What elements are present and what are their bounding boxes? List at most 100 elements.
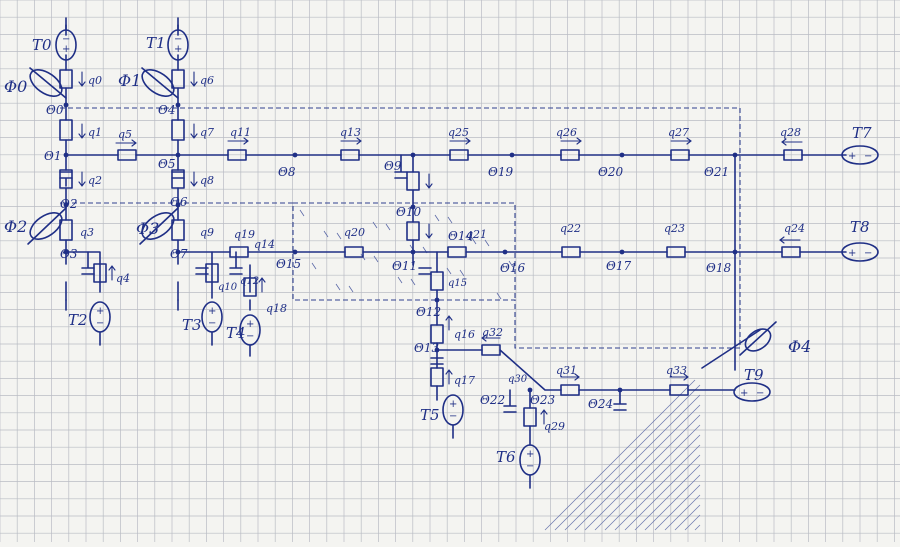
source-label-group: T0 T1 T2 T3 T4 T5 T6 T7 T8 T9 xyxy=(32,34,872,466)
flux-label: q28 xyxy=(780,126,801,139)
minus-sign: − xyxy=(208,318,216,329)
node-label: Θ9 xyxy=(384,159,402,173)
heat-source-symbols xyxy=(27,67,777,356)
node-label: Θ19 xyxy=(488,165,513,179)
heat-source-label-group: Φ0 Φ1 Φ2 Φ3 Φ4 xyxy=(4,71,811,356)
flux-label: q23 xyxy=(664,222,685,235)
flux-label: q9 xyxy=(200,226,214,239)
source-label: T2 xyxy=(68,311,88,329)
flux-label: q13 xyxy=(340,126,361,139)
flux-label: q12 xyxy=(240,276,259,287)
node-label: Θ24 xyxy=(588,397,613,411)
flux-label: q20 xyxy=(344,226,365,239)
flux-label: q3 xyxy=(80,226,94,239)
node-label: Θ8 xyxy=(278,165,296,179)
node-label: Θ17 xyxy=(606,259,631,273)
hatched-region-upper xyxy=(299,209,514,300)
flux-label: q22 xyxy=(560,222,581,235)
minus-sign: − xyxy=(62,34,70,45)
node-label: Θ23 xyxy=(530,393,555,407)
heat-source-label: Φ3 xyxy=(136,219,159,238)
plus-sign: + xyxy=(62,44,70,55)
flux-label: q32 xyxy=(482,326,503,339)
source-label: T7 xyxy=(852,124,872,142)
node-label: Θ16 xyxy=(500,261,525,275)
flux-label: q25 xyxy=(448,126,469,139)
node-label: Θ3 xyxy=(60,247,78,261)
node-label: Θ20 xyxy=(598,165,623,179)
source-label: T8 xyxy=(850,218,870,236)
node-label: Θ0 xyxy=(46,103,64,117)
source-label: T5 xyxy=(420,406,440,424)
flux-label: q33 xyxy=(666,364,687,377)
flux-label: q29 xyxy=(544,420,565,433)
node-label: Θ21 xyxy=(704,165,729,179)
node-label: Θ1 xyxy=(44,149,61,163)
plus-sign: + xyxy=(246,319,254,330)
node-label-group: Θ0 Θ1 Θ2 Θ3 Θ4 Θ5 Θ6 Θ7 Θ8 Θ9 Θ10 Θ11 Θ1… xyxy=(44,103,731,411)
plus-sign: + xyxy=(174,44,182,55)
source-label: T1 xyxy=(146,34,166,52)
minus-sign: − xyxy=(756,388,764,399)
node-label: Θ11 xyxy=(392,259,417,273)
minus-sign: − xyxy=(864,248,872,259)
source-label: T0 xyxy=(32,36,52,54)
minus-sign: − xyxy=(449,411,457,422)
resistors xyxy=(59,69,803,427)
flux-label: q6 xyxy=(200,74,214,87)
plus-sign: + xyxy=(208,306,216,317)
minus-sign: − xyxy=(526,461,534,472)
flux-label-group: q0 q1 q2 q3 q4 q5 q6 q7 q8 q9 q10 q11 q1… xyxy=(80,74,805,433)
heat-source-label: Φ2 xyxy=(4,217,27,236)
flux-label: q26 xyxy=(556,126,577,139)
flux-label: q2 xyxy=(88,174,102,187)
flux-label: q14 xyxy=(254,238,275,251)
source-label: T4 xyxy=(226,324,246,342)
plus-sign: + xyxy=(848,151,856,162)
source-label: T9 xyxy=(744,366,764,384)
flux-label: q19 xyxy=(234,228,255,241)
flux-label: q15 xyxy=(448,278,467,289)
node-label: Θ5 xyxy=(158,157,175,171)
heat-source-label: Φ4 xyxy=(788,337,811,356)
flux-label: q30 xyxy=(508,374,528,385)
node-label: Θ2 xyxy=(60,197,77,211)
flux-label: q16 xyxy=(454,328,475,341)
node-label: Θ14 xyxy=(448,229,473,243)
minus-sign: − xyxy=(96,318,104,329)
source-label: T3 xyxy=(182,316,202,334)
flux-label: q8 xyxy=(200,174,214,187)
plus-sign: + xyxy=(449,399,457,410)
node-label: Θ7 xyxy=(170,247,188,261)
node-label: Θ15 xyxy=(276,257,301,271)
plus-sign: + xyxy=(526,449,534,460)
heat-source-label: Φ0 xyxy=(4,77,27,96)
node-label: Θ13 xyxy=(414,341,439,355)
flux-label: q7 xyxy=(200,126,214,139)
node-label: Θ22 xyxy=(480,393,505,407)
minus-sign: − xyxy=(174,34,182,45)
polarity-marks: + − + − + − + − + − + − + − + − + − + − xyxy=(62,34,872,472)
junction-nodes xyxy=(63,102,738,393)
flux-label: q17 xyxy=(454,374,475,387)
region-outlines xyxy=(60,107,741,349)
flux-label: q5 xyxy=(118,128,132,141)
flux-label: q0 xyxy=(88,74,102,87)
flux-label: q21 xyxy=(466,228,487,241)
flux-label: q10 xyxy=(218,282,238,293)
heat-source-label: Φ1 xyxy=(118,71,141,90)
node-label: Θ6 xyxy=(170,195,188,209)
minus-sign: − xyxy=(864,151,872,162)
flux-label: q1 xyxy=(88,126,102,139)
temperature-sources xyxy=(55,17,879,489)
node-label: Θ4 xyxy=(158,103,175,117)
flux-label: q11 xyxy=(230,126,251,139)
flow-arrows xyxy=(78,71,803,425)
node-label: Θ10 xyxy=(396,205,421,219)
plus-sign: + xyxy=(848,248,856,259)
flux-label: q4 xyxy=(116,272,130,285)
minus-sign: − xyxy=(246,331,254,342)
flux-label: q27 xyxy=(668,126,689,139)
